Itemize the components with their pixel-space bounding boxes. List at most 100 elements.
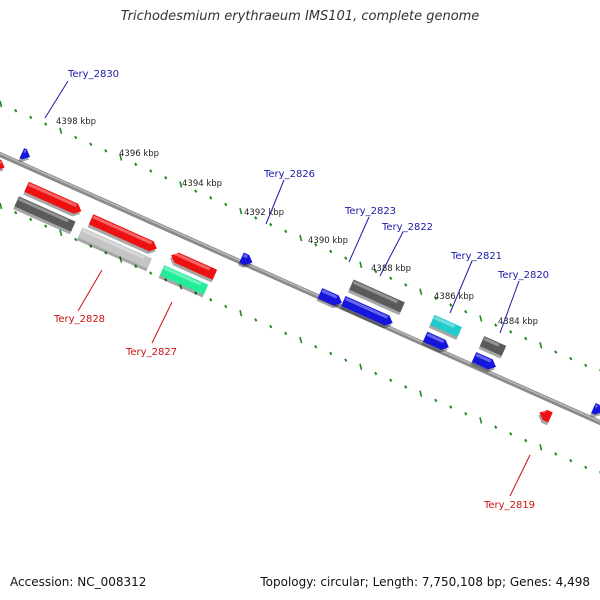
gene-features — [0, 148, 600, 426]
upper-tick — [269, 222, 273, 227]
gene-tery-2827[interactable] — [158, 265, 209, 298]
lower-tick — [209, 298, 213, 302]
gene-tery-2828-light[interactable] — [76, 227, 152, 272]
upper-tick — [194, 189, 198, 193]
lower-tick — [419, 390, 423, 397]
gene-red-1[interactable] — [23, 181, 83, 219]
gene-red-3[interactable] — [168, 250, 218, 283]
gene-label-tery-2826[interactable]: Tery_2826 — [263, 169, 315, 180]
genome-backbone-highlight — [0, 152, 600, 423]
lower-tick — [359, 363, 363, 371]
lower-tick — [404, 385, 408, 389]
upper-tick — [74, 135, 78, 140]
kbp-label-4398: 4398 kbp — [56, 117, 96, 127]
leader-line-tery-2830 — [44, 80, 69, 119]
gene-tery-2819[interactable] — [536, 408, 553, 426]
upper-tick — [29, 115, 33, 120]
lower-tick — [374, 371, 378, 376]
upper-tick — [359, 261, 363, 269]
upper-tick — [284, 229, 288, 234]
lower-tick — [89, 244, 93, 248]
upper-tick — [209, 196, 213, 200]
lower-tick — [14, 210, 18, 215]
gene-offscreen-left[interactable] — [0, 159, 7, 175]
upper-tick — [314, 242, 318, 247]
accession-text: Accession: NC_008312 — [10, 575, 147, 589]
gene-tery-2826[interactable] — [238, 252, 255, 271]
lower-tick — [134, 264, 138, 269]
kbp-label-4388: 4388 kbp — [371, 264, 411, 274]
lower-tick — [149, 271, 153, 275]
gene-label-tery-2822[interactable]: Tery_2822 — [381, 222, 433, 233]
gene-blue-2820b[interactable] — [470, 352, 499, 375]
gene-tery-2823-dark[interactable] — [347, 279, 405, 316]
upper-tick — [224, 202, 228, 207]
upper-tick — [569, 356, 573, 361]
upper-tick — [344, 256, 348, 260]
gene-blue-2824[interactable] — [316, 288, 345, 311]
gene-tery-2820[interactable] — [478, 336, 507, 359]
upper-tick — [329, 249, 333, 254]
upper-tick — [374, 269, 378, 274]
lower-tick — [569, 458, 573, 463]
kbp-label-4384: 4384 kbp — [498, 317, 538, 327]
upper-tick — [434, 296, 438, 301]
upper-tick — [59, 127, 63, 135]
topology-text: Topology: circular; Length: 7,750,108 bp… — [260, 575, 590, 589]
leader-line-tery-2822 — [379, 231, 404, 277]
upper-tick — [299, 234, 303, 242]
lower-tick — [344, 358, 348, 362]
upper-tick — [239, 208, 243, 215]
gene-tery-2828-dark[interactable] — [13, 196, 76, 235]
gene-tery-2830[interactable] — [18, 148, 32, 164]
upper-tick — [104, 149, 108, 153]
kbp-label-4392: 4392 kbp — [244, 208, 284, 218]
lower-tick — [74, 237, 78, 242]
genome-backbone — [0, 151, 600, 426]
upper-tick — [554, 350, 558, 354]
lower-tick — [44, 224, 48, 228]
lower-tick — [224, 304, 228, 309]
leader-line-tery-2828 — [77, 269, 103, 312]
lower-tick — [284, 331, 288, 336]
leader-line-tery-2819 — [509, 454, 531, 497]
tick-row-lower — [0, 202, 600, 475]
gene-blue-2821b[interactable] — [421, 331, 451, 355]
gene-tery-2821[interactable] — [428, 314, 462, 340]
upper-tick — [164, 175, 168, 180]
gene-label-tery-2828[interactable]: Tery_2828 — [53, 314, 105, 325]
upper-tick — [494, 323, 498, 327]
gene-label-tery-2821[interactable]: Tery_2821 — [450, 251, 502, 262]
lower-tick — [524, 438, 528, 443]
upper-tick — [509, 330, 513, 334]
upper-tick — [149, 169, 153, 173]
lower-tick — [314, 344, 318, 349]
upper-tick — [419, 288, 423, 295]
lower-tick — [584, 465, 588, 470]
upper-tick — [0, 100, 3, 108]
upper-tick — [389, 276, 393, 281]
upper-tick — [14, 108, 18, 113]
kbp-label-4386: 4386 kbp — [434, 292, 474, 302]
lower-tick — [119, 256, 123, 263]
leader-line-tery-2827 — [151, 301, 173, 344]
lower-tick — [239, 310, 243, 317]
upper-tick — [89, 142, 93, 146]
gene-tery-2822[interactable] — [339, 295, 395, 331]
gene-label-tery-2820[interactable]: Tery_2820 — [497, 270, 549, 281]
gene-red-2[interactable] — [87, 214, 159, 256]
gene-label-tery-2819[interactable]: Tery_2819 — [483, 500, 535, 511]
upper-tick — [524, 336, 528, 341]
lower-tick — [299, 336, 303, 344]
kbp-label-4394: 4394 kbp — [182, 179, 222, 189]
tick-row-upper — [0, 100, 600, 373]
lower-tick — [434, 398, 438, 403]
lower-tick — [29, 217, 33, 222]
lower-tick — [539, 444, 543, 451]
gene-label-tery-2830[interactable]: Tery_2830 — [67, 69, 119, 80]
gene-label-tery-2827[interactable]: Tery_2827 — [125, 347, 177, 358]
upper-tick — [479, 315, 483, 322]
gene-label-tery-2823[interactable]: Tery_2823 — [344, 206, 396, 217]
upper-tick — [584, 363, 588, 368]
